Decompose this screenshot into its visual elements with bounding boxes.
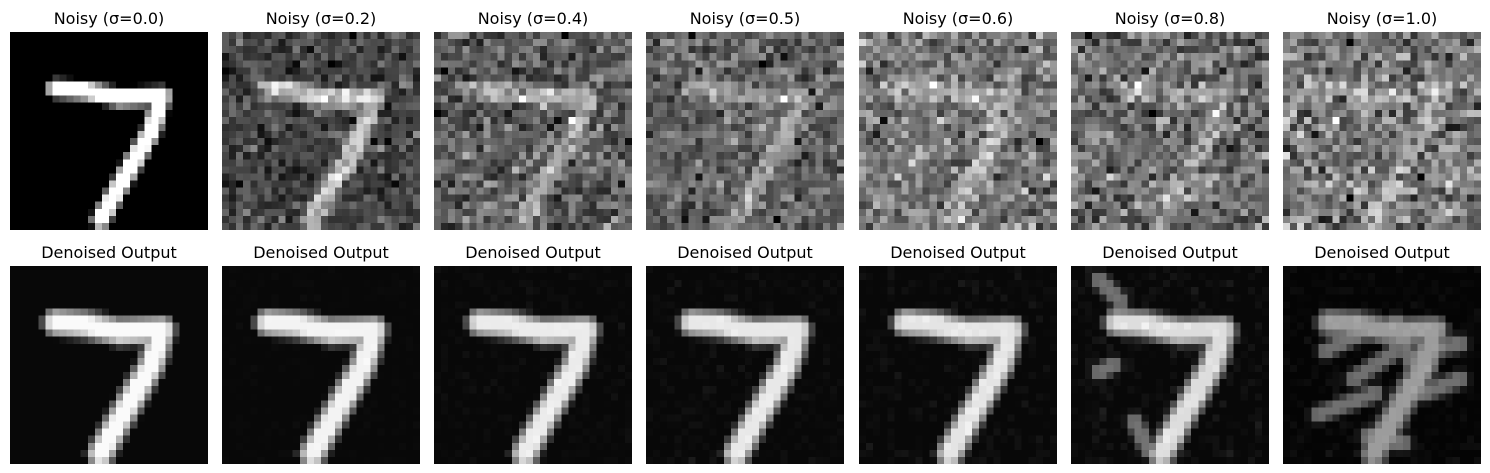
denoised-panel-title: Denoised Output xyxy=(465,243,601,262)
noisy-digit-image xyxy=(1071,32,1269,230)
denoised-digit-image xyxy=(10,266,208,464)
denoised-digit-image xyxy=(646,266,844,464)
denoised-panel-title: Denoised Output xyxy=(253,243,389,262)
denoised-panel-title: Denoised Output xyxy=(1102,243,1238,262)
denoised-panel-title: Denoised Output xyxy=(890,243,1026,262)
noisy-digit-image xyxy=(1283,32,1481,230)
denoised-digit-image xyxy=(222,266,420,464)
denoised-panel-title: Denoised Output xyxy=(677,243,813,262)
denoised-digit-image xyxy=(1283,266,1481,464)
denoised-panel-title: Denoised Output xyxy=(41,243,177,262)
noisy-panel-title: Noisy (σ=0.5) xyxy=(689,9,801,28)
noisy-digit-image xyxy=(646,32,844,230)
denoised-digit-image xyxy=(859,266,1057,464)
noisy-digit-image xyxy=(859,32,1057,230)
noisy-panel-title: Noisy (σ=0.4) xyxy=(477,9,589,28)
noisy-panel-title: Noisy (σ=0.0) xyxy=(53,9,165,28)
denoised-digit-image xyxy=(434,266,632,464)
noisy-panel-title: Noisy (σ=0.2) xyxy=(265,9,377,28)
noisy-panel-title: Noisy (σ=1.0) xyxy=(1326,9,1438,28)
denoised-digit-image xyxy=(1071,266,1269,464)
noisy-digit-image xyxy=(10,32,208,230)
noisy-panel-title: Noisy (σ=0.8) xyxy=(1114,9,1226,28)
denoised-panel-title: Denoised Output xyxy=(1314,243,1450,262)
noisy-panel-title: Noisy (σ=0.6) xyxy=(902,9,1014,28)
noisy-digit-image xyxy=(434,32,632,230)
noisy-digit-image xyxy=(222,32,420,230)
